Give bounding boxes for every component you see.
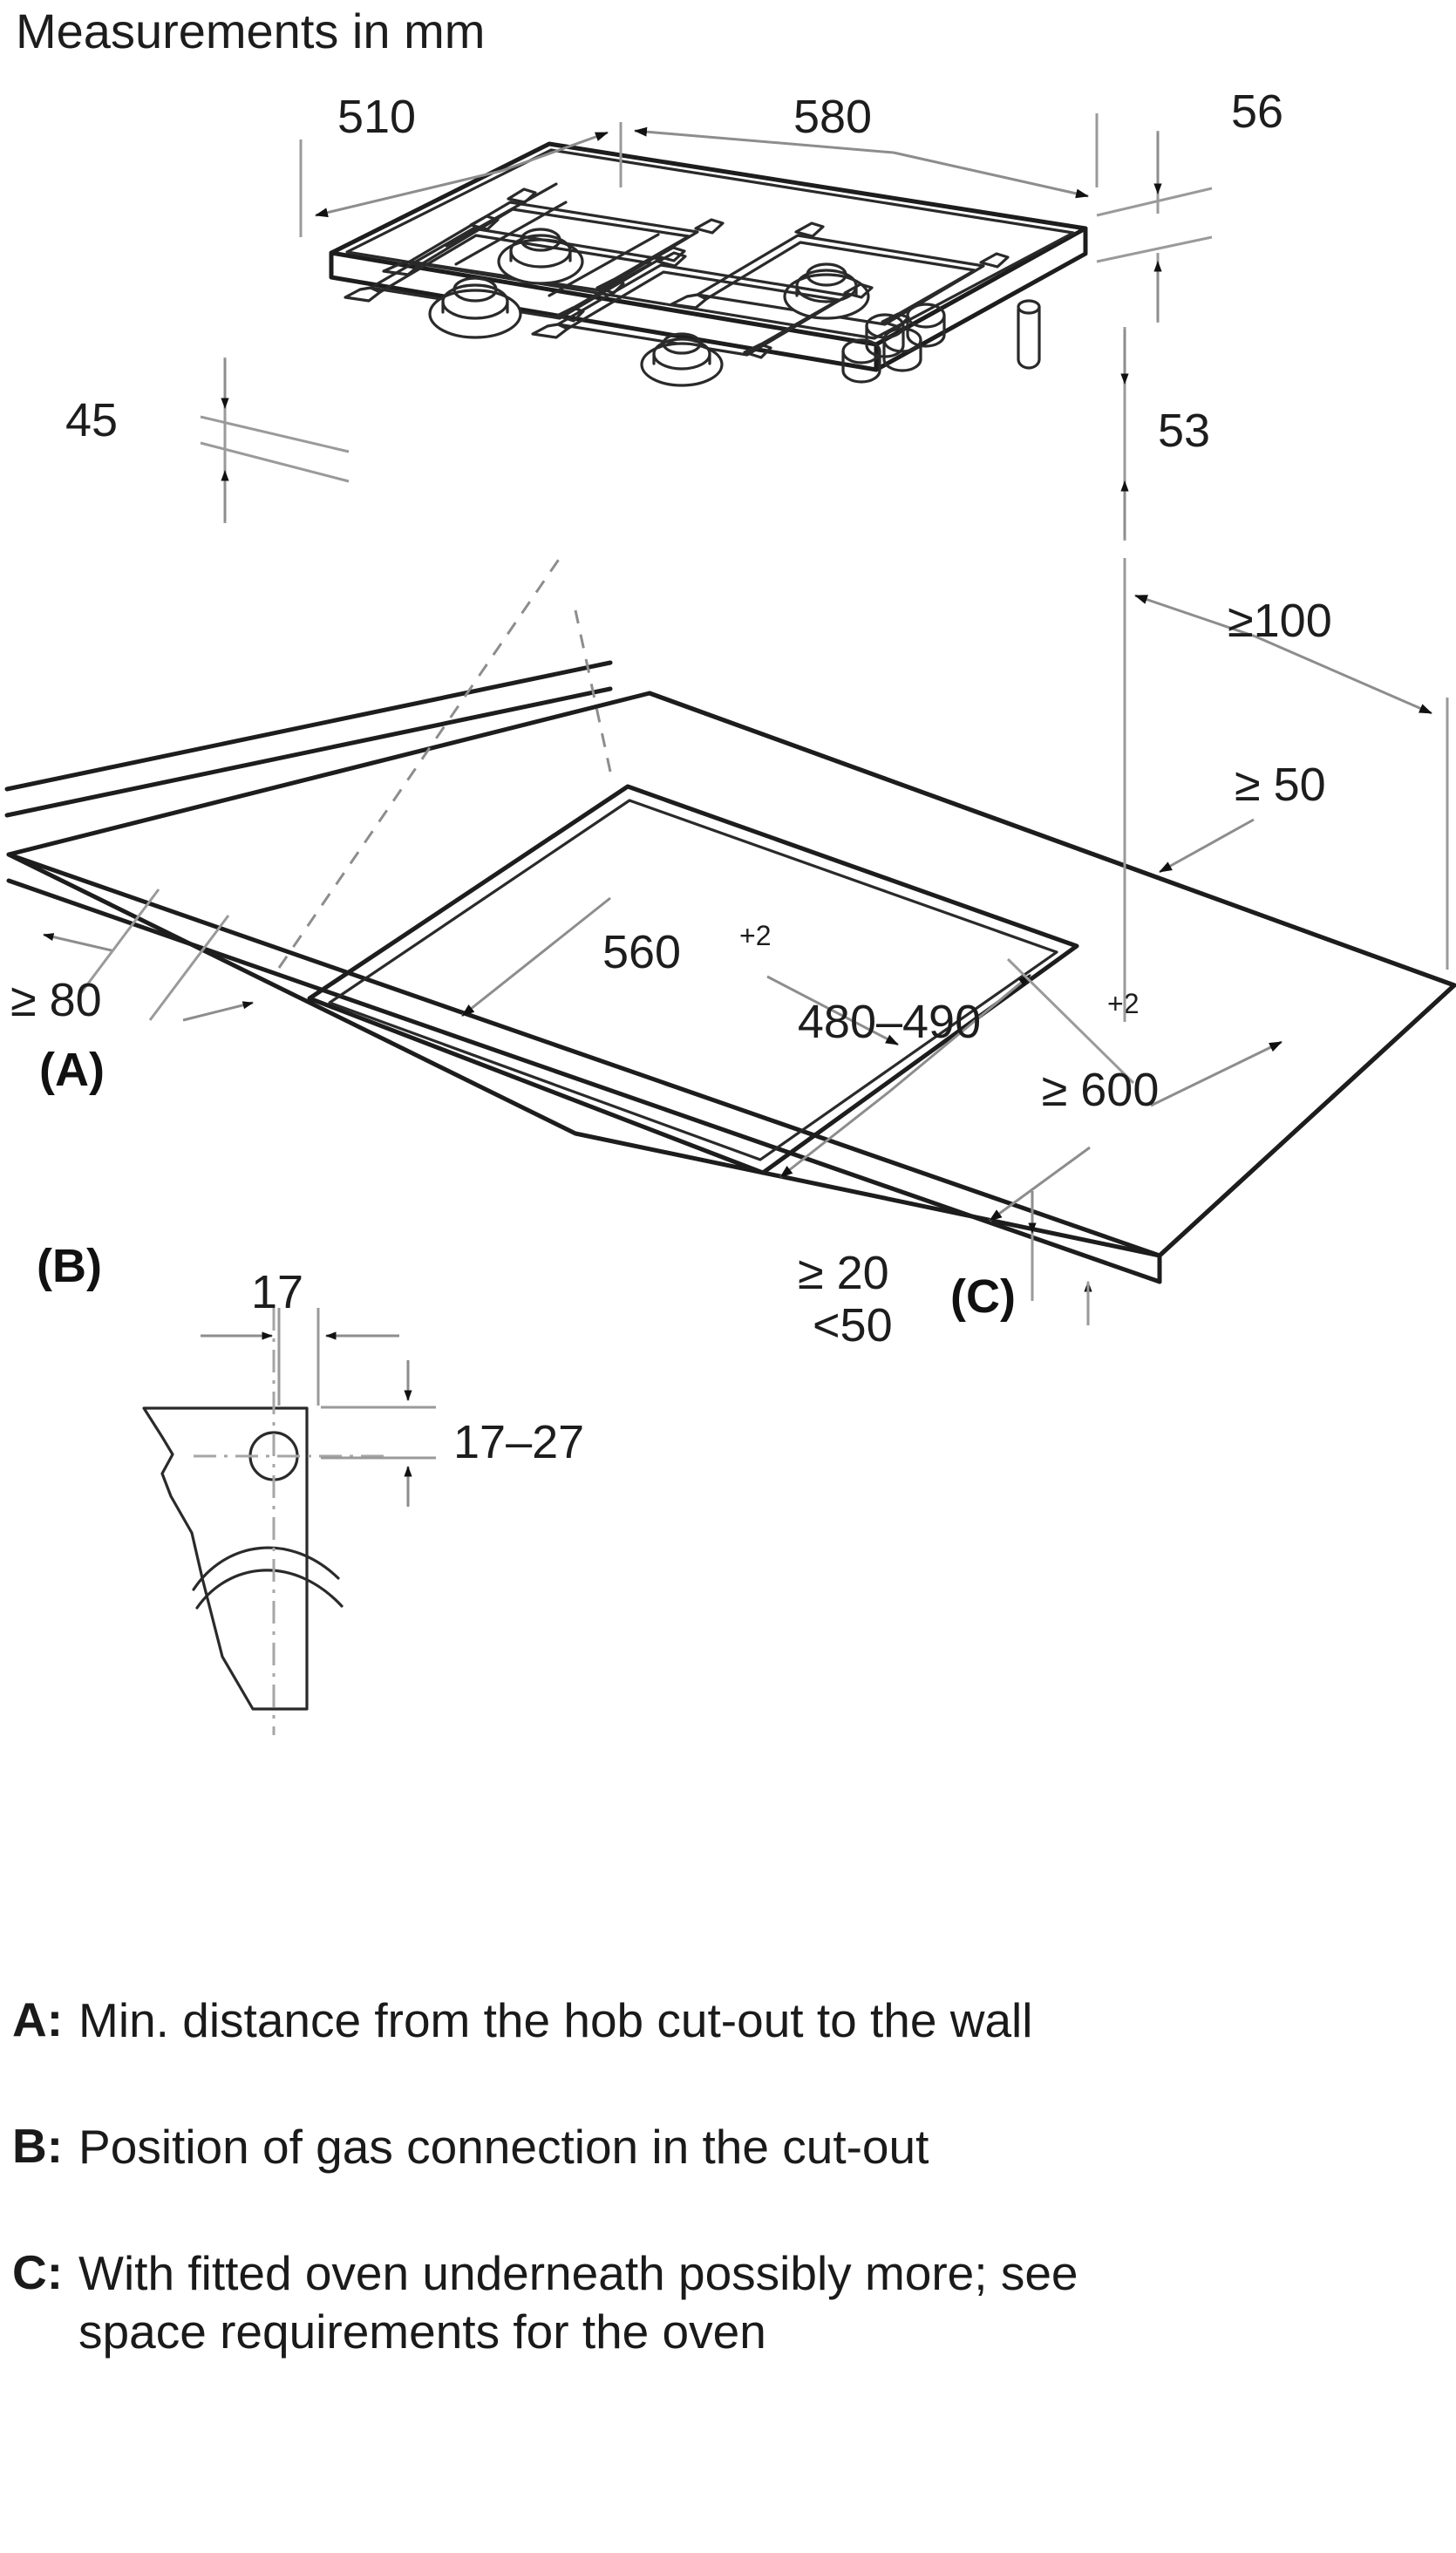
- legend-text-c: With fitted oven underneath possibly mor…: [78, 2246, 1078, 2359]
- dim-480-490: 480–490: [798, 996, 981, 1048]
- dim-560-tolerance: +2: [739, 920, 771, 951]
- hob-dimension-set: 510 580 56 45 53: [65, 85, 1283, 541]
- dim-min-100: ≥100: [1228, 595, 1332, 647]
- dim-480-490-tolerance: +2: [1107, 988, 1139, 1019]
- control-knobs: [841, 303, 946, 384]
- ref-mark-c: (C): [950, 1270, 1016, 1323]
- burner-front-left: [428, 276, 522, 339]
- worktop: [4, 557, 1456, 1284]
- hob-appliance: [329, 141, 1088, 387]
- burner-front-center: [640, 332, 724, 387]
- legend-text-b: Position of gas connection in the cut-ou…: [78, 2120, 929, 2175]
- legend-item-c: C: With fitted oven underneath possibly …: [12, 2244, 1407, 2361]
- detail-b-gas-connection: (B) 17 17–27: [37, 1240, 584, 1735]
- dim-510: 510: [337, 91, 416, 143]
- page-title: Measurements in mm: [16, 3, 485, 58]
- legend-key-c: C:: [12, 2245, 64, 2300]
- dim-560: 560: [602, 926, 681, 978]
- dim-min-600: ≥ 600: [1042, 1064, 1160, 1116]
- dim-580: 580: [793, 91, 872, 143]
- dim-45: 45: [65, 394, 118, 446]
- gas-connection-stub: [1017, 299, 1041, 370]
- dim-17: 17: [251, 1266, 303, 1318]
- dim-max-50: <50: [813, 1299, 893, 1351]
- ref-mark-a: (A): [39, 1044, 105, 1096]
- legend-item-b: B: Position of gas connection in the cut…: [12, 2118, 1407, 2176]
- burner-rear-left: [497, 228, 584, 285]
- ref-mark-b: (B): [37, 1240, 102, 1292]
- legend-key-b: B:: [12, 2119, 64, 2174]
- worktop-dimension-set: 560 +2 480–490 +2 ≥ 80 (A) ≥100 ≥ 50 ≥ 6…: [10, 558, 1449, 1351]
- dim-17-27: 17–27: [453, 1416, 584, 1468]
- dim-min-50: ≥ 50: [1235, 759, 1326, 811]
- dim-53: 53: [1158, 405, 1210, 457]
- dim-56: 56: [1231, 85, 1283, 138]
- dim-min-20: ≥ 20: [798, 1247, 889, 1299]
- legend-item-a: A: Min. distance from the hob cut-out to…: [12, 1991, 1407, 2050]
- dim-min-80: ≥ 80: [10, 974, 102, 1026]
- legend: A: Min. distance from the hob cut-out to…: [12, 1991, 1407, 2361]
- legend-key-a: A:: [12, 1992, 64, 2046]
- legend-text-a: Min. distance from the hob cut-out to th…: [78, 1993, 1033, 2047]
